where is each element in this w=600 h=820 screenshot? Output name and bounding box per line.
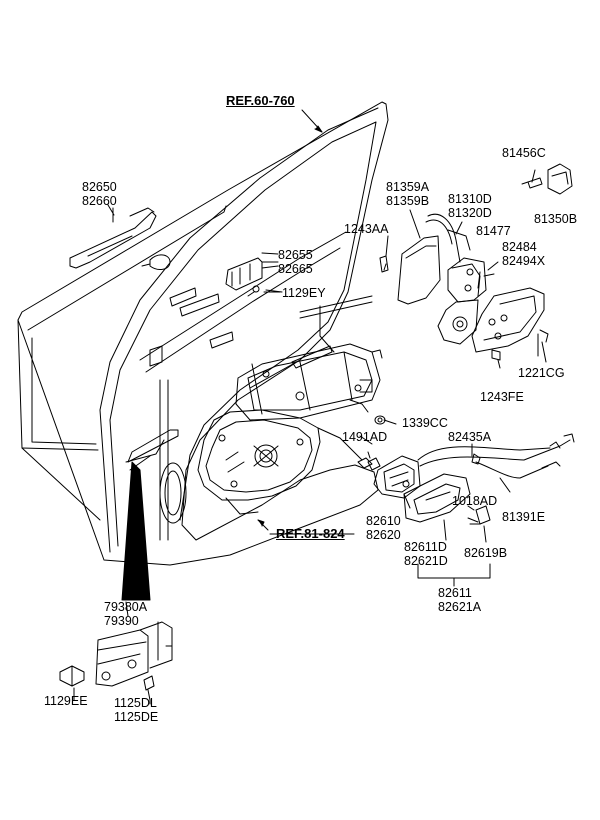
door-hinge — [59, 621, 173, 701]
part-label-1129ey: 1129EY — [282, 286, 326, 300]
check-strap — [121, 429, 179, 601]
part-label-82435a: 82435A — [448, 430, 492, 444]
part-label-1129ee: 1129EE — [44, 694, 88, 708]
window-regulator — [235, 295, 383, 421]
striker — [521, 163, 573, 195]
door-shell — [17, 101, 389, 566]
ref-door-frame-label: REF.60-760 — [226, 93, 295, 108]
part-label-1243aa: 1243AA — [344, 222, 389, 236]
part-label-1221cg: 1221CG — [518, 366, 565, 380]
door-latch — [425, 213, 495, 345]
handle-bracket — [225, 257, 283, 297]
outside-handle — [69, 207, 171, 270]
part-label-1243fe: 1243FE — [480, 390, 524, 404]
part-label-1339cc: 1339CC — [402, 416, 448, 430]
part-label-82619b: 82619B — [464, 546, 508, 560]
latch-cover — [379, 235, 441, 305]
part-label-1018ad: 1018AD — [452, 494, 498, 508]
handle-frame — [471, 287, 549, 361]
leader-lines — [73, 169, 547, 705]
part-label-81391e: 81391E — [502, 510, 546, 524]
inside-handle — [367, 451, 421, 499]
handle-cover — [403, 473, 491, 525]
door-module — [197, 409, 363, 515]
control-cables — [417, 433, 575, 479]
part-label-81456c: 81456C — [502, 146, 546, 160]
ref-regulator-label: REF.81-824 — [276, 526, 345, 541]
part-label-81350b: 81350B — [534, 212, 578, 226]
part-label-1491ad: 1491AD — [342, 430, 388, 444]
part-label-81477: 81477 — [476, 224, 511, 238]
fasteners — [357, 333, 539, 525]
